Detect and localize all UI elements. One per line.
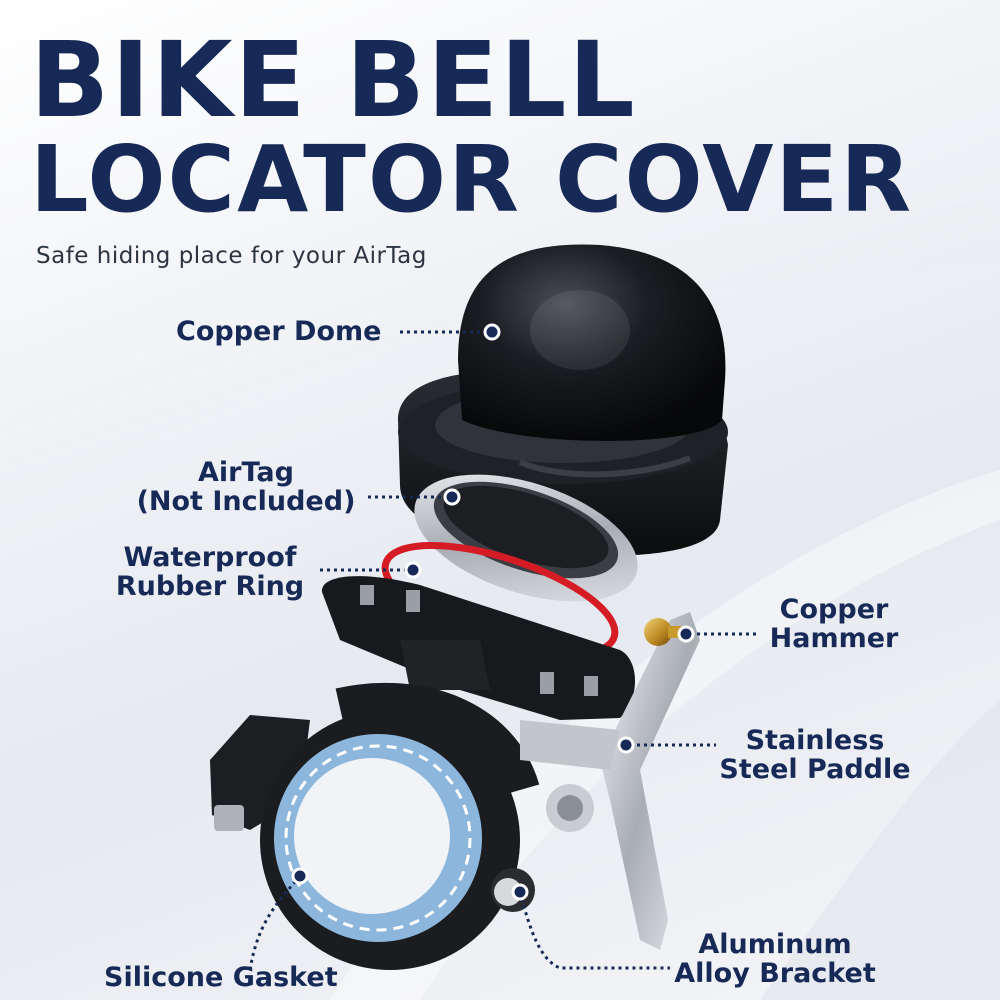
label-rubber-ring-line1: Waterproof bbox=[123, 542, 297, 573]
label-airtag-line2: (Not Included) bbox=[136, 486, 356, 517]
label-steel-paddle-line1: Stainless bbox=[745, 725, 885, 756]
label-copper-dome-text: Copper Dome bbox=[176, 316, 382, 347]
label-steel-paddle-line2: Steel Paddle bbox=[719, 754, 911, 785]
label-airtag: AirTag (Not Included) bbox=[132, 458, 360, 516]
label-aluminum-bracket: Aluminum Alloy Bracket bbox=[672, 930, 878, 988]
title-line-1: BIKE BELL bbox=[30, 19, 637, 141]
title-line-2: LOCATOR COVER bbox=[30, 126, 914, 233]
label-copper-hammer-line1: Copper bbox=[779, 594, 889, 625]
label-silicone-gasket-text: Silicone Gasket bbox=[104, 962, 338, 993]
label-aluminum-bracket-line2: Alloy Bracket bbox=[674, 958, 876, 989]
leader-lines bbox=[248, 330, 760, 971]
label-copper-dome: Copper Dome bbox=[176, 317, 381, 346]
label-rubber-ring-line2: Rubber Ring bbox=[115, 571, 305, 602]
label-rubber-ring: Waterproof Rubber Ring bbox=[112, 543, 308, 601]
leader-dots bbox=[291, 323, 695, 901]
label-copper-hammer: Copper Hammer bbox=[764, 595, 904, 653]
label-silicone-gasket: Silicone Gasket bbox=[104, 963, 338, 992]
airtag-part bbox=[414, 474, 638, 602]
subtitle: Safe hiding place for your AirTag bbox=[36, 243, 427, 269]
steel-paddle-part bbox=[520, 612, 700, 950]
label-aluminum-bracket-line1: Aluminum bbox=[698, 929, 852, 960]
label-airtag-line1: AirTag bbox=[198, 457, 294, 488]
label-copper-hammer-line2: Hammer bbox=[769, 623, 899, 654]
mount-base-part bbox=[321, 576, 635, 720]
label-steel-paddle: Stainless Steel Paddle bbox=[716, 726, 914, 784]
aluminum-bracket-part bbox=[210, 682, 540, 970]
